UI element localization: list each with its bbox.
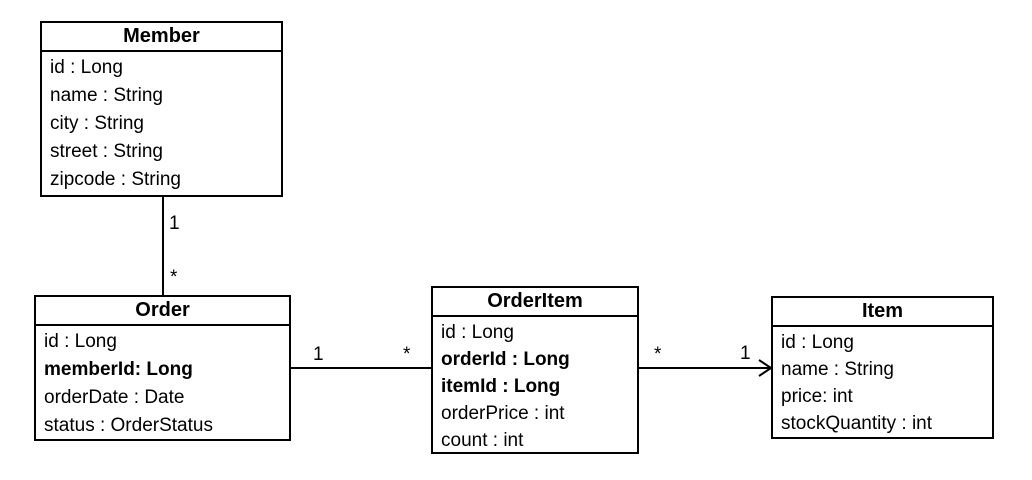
item-attr-stock-quantity: stockQuantity : int [781,413,933,434]
item-attr-id: id : Long [781,332,854,353]
multiplicity-item-end: 1 [740,343,751,364]
order-attr-status: status : OrderStatus [44,415,213,436]
orderitem-class-title: OrderItem [433,288,637,317]
item-attributes: id : Long name : String price: int stock… [773,327,992,437]
member-class-title: Member [42,23,281,52]
member-attr-id: id : Long [50,57,123,78]
item-attr-price: price: int [781,386,853,407]
member-attr-street: street : String [50,141,163,162]
orderitem-attr-id: id : Long [441,322,514,343]
order-class-title: Order [36,297,289,326]
item-class: Item id : Long name : String price: int … [771,296,994,439]
order-attr-member-id: memberId: Long [44,359,193,380]
orderitem-attr-item-id: itemId : Long [441,376,561,397]
orderitem-attributes: id : Long orderId : Long itemId : Long o… [433,317,637,454]
member-attr-name: name : String [50,85,163,106]
item-attr-name: name : String [781,359,894,380]
multiplicity-orderitem-end-from-order: * [403,344,411,365]
member-attr-zipcode: zipcode : String [50,169,181,190]
order-class: Order id : Long memberId: Long orderDate… [34,295,291,441]
item-class-title: Item [773,298,992,327]
order-attr-id: id : Long [44,331,117,352]
orderitem-class: OrderItem id : Long orderId : Long itemI… [431,286,639,454]
member-attr-city: city : String [50,113,144,134]
multiplicity-order-end-from-member: * [170,267,178,288]
order-attributes: id : Long memberId: Long orderDate : Dat… [36,326,289,440]
orderitem-attr-count: count : int [441,430,524,451]
multiplicity-order-end: 1 [313,344,324,365]
multiplicity-member-end: 1 [169,213,180,234]
multiplicity-orderitem-end-to-item: * [654,344,662,365]
member-class: Member id : Long name : String city : St… [40,21,283,197]
orderitem-attr-order-price: orderPrice : int [441,403,565,424]
order-attr-order-date: orderDate : Date [44,387,185,408]
member-attributes: id : Long name : String city : String st… [42,52,281,194]
orderitem-attr-order-id: orderId : Long [441,349,570,370]
